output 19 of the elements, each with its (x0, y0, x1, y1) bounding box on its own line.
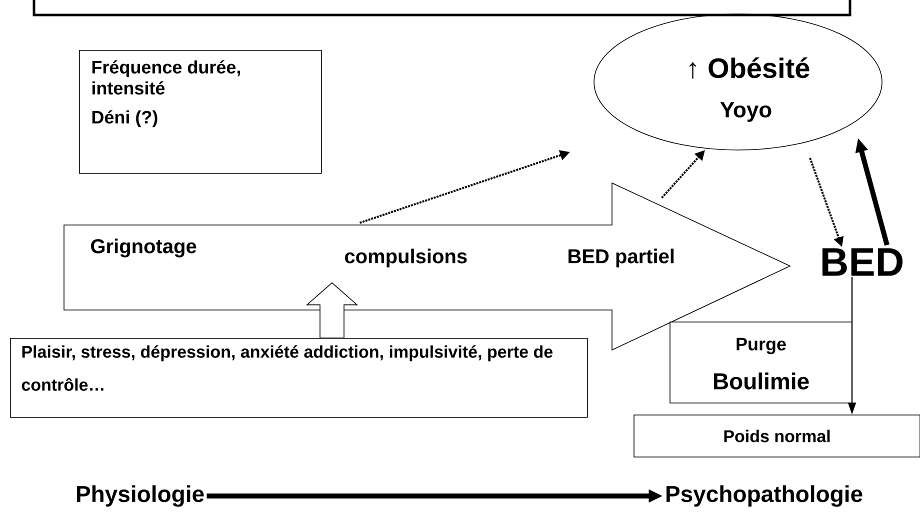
ellipse-title: ↑ Obésité (689, 57, 810, 79)
arrow-label: compulsions (345, 248, 467, 268)
text-box (79, 50, 322, 174)
ellipse (594, 14, 882, 150)
frame-box (32, 0, 852, 16)
text-box (10, 338, 588, 418)
ellipse-text: Yoyo (720, 102, 772, 122)
box-text: Fréquence durée, intensité Déni (?) (92, 60, 240, 128)
arrow-label: BED partiel (568, 248, 674, 268)
box-text: Purge (736, 338, 786, 354)
label-text: BED (822, 248, 903, 276)
hollow-arrow (306, 282, 358, 338)
text-box: Poids normal (634, 414, 920, 458)
label-text: Psychopathologie (666, 485, 862, 507)
label-text: Physiologie (77, 485, 204, 507)
text-box (670, 322, 852, 404)
box-text: Plaisir, stress, dépression, anxiété addiction, impulsivité, perte de contrôle… (22, 345, 553, 391)
arrow-label: Grignotage (91, 238, 196, 258)
box-text: Boulimie (714, 372, 809, 390)
